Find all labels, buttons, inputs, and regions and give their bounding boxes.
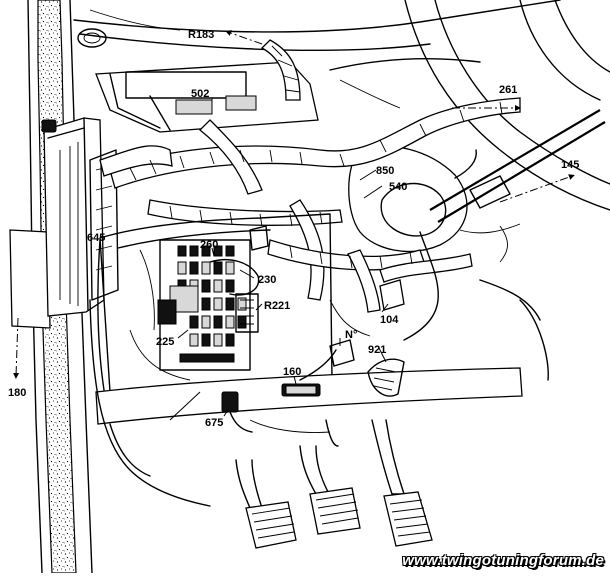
callout-145: 145 — [561, 159, 579, 171]
steering-wheel — [339, 0, 610, 211]
callout-502: 502 — [191, 88, 209, 100]
callout-n: N° — [345, 329, 357, 341]
connector-n — [299, 339, 355, 381]
main-harness — [99, 39, 521, 313]
callout-921: 921 — [368, 344, 386, 356]
callout-104: 104 — [380, 314, 399, 326]
callout-260: 260 — [200, 239, 218, 251]
switch-160 — [281, 383, 321, 397]
dashboard-outline — [73, 0, 561, 76]
brake-switch-921 — [367, 231, 439, 397]
callout-leaders — [169, 98, 389, 421]
watermark-text: www.twingotuningforum.de — [402, 552, 604, 569]
direction-arrows — [13, 30, 575, 379]
callout-850: 850 — [376, 165, 394, 177]
steering-column — [348, 109, 606, 252]
loose-wires — [129, 223, 521, 433]
callout-labels: R183 502 261 145 850 540 645 260 230 R22… — [8, 29, 579, 429]
callout-225: 225 — [156, 336, 174, 348]
callout-160: 160 — [283, 366, 301, 378]
callout-675: 675 — [205, 417, 223, 429]
callout-540: 540 — [389, 181, 407, 193]
ecu-module-645 — [9, 117, 119, 329]
callout-r221: R221 — [264, 300, 290, 312]
callout-645: 645 — [87, 232, 105, 244]
callout-180: 180 — [8, 387, 26, 399]
pedals — [235, 419, 433, 549]
callout-261: 261 — [499, 84, 517, 96]
fuse-box — [99, 213, 333, 393]
callout-230: 230 — [258, 274, 276, 286]
callout-r183: R183 — [188, 29, 214, 41]
connector-675 — [221, 391, 253, 433]
